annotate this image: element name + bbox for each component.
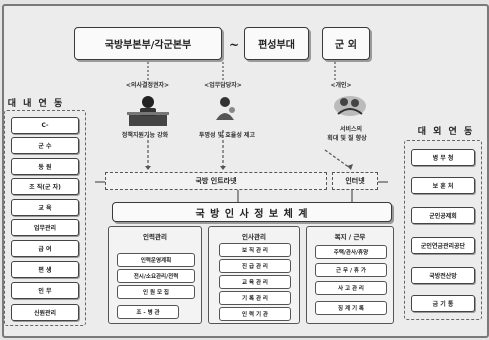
module-title: 인사관리 — [242, 233, 266, 241]
role-caption-individual-2: 획대 및 질 향상 — [327, 135, 367, 142]
module-item: 인 원 모 집 — [117, 285, 195, 299]
left-item: 군 수 — [11, 137, 79, 154]
module-item: 주택/관사/휴양 — [315, 245, 387, 259]
decision-maker-icon — [125, 92, 171, 128]
system-title-box: 국 방 인 사 정 보 체 계 — [112, 202, 392, 222]
left-item: 동 원 — [11, 158, 79, 175]
module-title: 복지 / 근무 — [334, 233, 366, 241]
module-item: 인력운영계획 — [117, 253, 195, 267]
internet-label: 인터넷 — [345, 177, 365, 185]
module-item: 징 계 기 록 — [315, 301, 387, 315]
left-item: 조 직(군 자) — [11, 178, 79, 195]
left-item: 급 여 — [11, 240, 79, 257]
system-title: 국 방 인 사 정 보 체 계 — [195, 208, 309, 220]
org-box: 편성부대 — [244, 27, 309, 60]
right-item: 군인공제회 — [411, 207, 475, 224]
hq-box: 국방부본부/각군본부 — [74, 27, 222, 60]
intranet-bar: 국방 인트라넷 — [105, 172, 327, 190]
right-item: 병 무 청 — [411, 149, 475, 166]
module-item: 보 직 관 리 — [219, 243, 291, 257]
outside-label: 군 외 — [335, 40, 357, 51]
left-panel-title: 대 내 연 동 — [7, 99, 65, 109]
module-workforce: 인력관리 인력운영계획 전시/소요관리/전력 인 원 모 집 조 - 병 관 — [108, 226, 202, 324]
role-tag-individual: <개인> — [330, 82, 352, 89]
left-panel: C- 군 수 동 원 조 직(군 자) 교 육 업무관리 급 여 편 생 인 무… — [4, 110, 86, 326]
hq-label: 국방부본부/각군본부 — [104, 40, 192, 51]
staff-icon — [210, 94, 240, 124]
left-item: 교 육 — [11, 199, 79, 216]
left-item: 업무관리 — [11, 219, 79, 236]
module-item: 전시/소요관리/전력 — [117, 269, 195, 283]
role-tag-decision: <의사결정권자> — [125, 82, 170, 89]
right-item: 금 기 통 — [411, 295, 475, 312]
role-caption-individual-1: 서비스의 — [339, 126, 363, 133]
module-title: 인력관리 — [143, 233, 167, 241]
left-item: 편 생 — [11, 261, 79, 278]
role-caption-staff: 투명성 및 효율성 제고 — [199, 132, 255, 139]
role-tag-staff: <업무담당자> — [204, 82, 242, 89]
module-welfare: 복지 / 근무 주택/관사/휴양 근 무 / 휴 가 사 고 관 리 징 계 기… — [306, 226, 394, 324]
module-item: 인 력 기 관 — [219, 307, 291, 321]
right-item: 보 훈 처 — [411, 177, 475, 194]
role-caption-decision: 정책지원기능 강화 — [121, 132, 169, 139]
module-item: 기 록 관 리 — [219, 291, 291, 305]
intranet-label: 국방 인트라넷 — [195, 177, 237, 185]
right-panel: 병 무 청 보 훈 처 군인공제회 군인연금관리공단 국방전산망 금 기 통 — [404, 140, 482, 320]
right-item: 군인연금관리공단 — [411, 237, 475, 254]
module-item: 조 - 병 관 — [117, 305, 179, 319]
module-item: 진 급 관 리 — [219, 259, 291, 273]
outside-box: 군 외 — [322, 27, 370, 60]
right-panel-title: 대 외 연 동 — [417, 127, 475, 137]
module-personnel: 인사관리 보 직 관 리 진 급 관 리 교 육 관 리 기 록 관 리 인 력… — [208, 226, 300, 324]
individual-icon — [330, 90, 370, 118]
module-item: 근 무 / 휴 가 — [315, 263, 387, 277]
left-item: C- — [11, 117, 79, 134]
left-item: 신원관리 — [11, 304, 79, 321]
right-item: 국방전산망 — [411, 267, 475, 284]
module-item: 교 육 관 리 — [219, 275, 291, 289]
internet-bar: 인터넷 — [332, 172, 378, 190]
module-item: 사 고 관 리 — [315, 281, 387, 295]
left-item: 인 무 — [11, 282, 79, 299]
tilde-separator: ~ — [228, 38, 240, 52]
org-label: 편성부대 — [258, 40, 295, 51]
